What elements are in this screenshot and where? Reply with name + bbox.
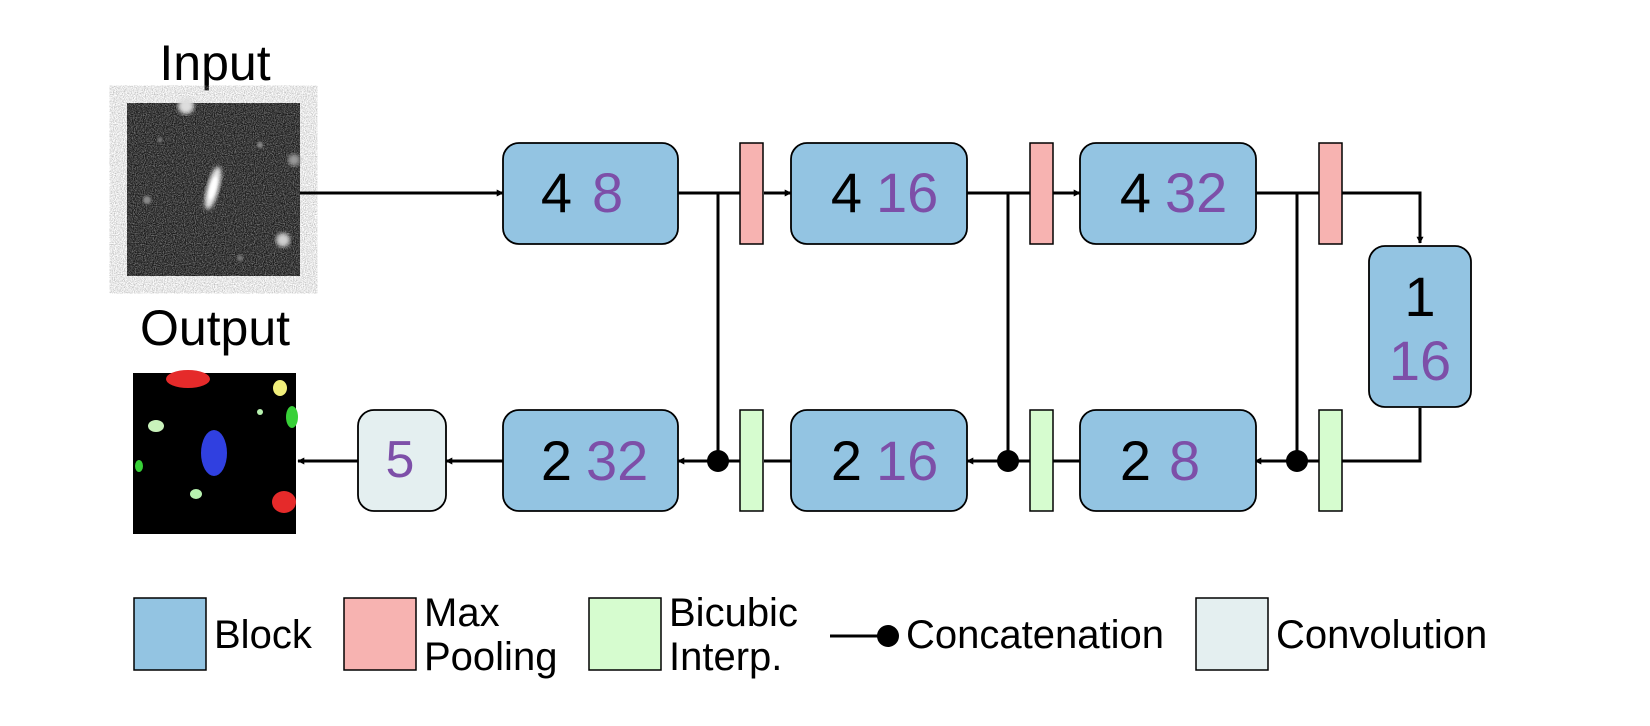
max-pooling-bar xyxy=(1318,142,1343,245)
block-filters: 32 xyxy=(586,429,648,492)
legend-convolution-label: Convolution xyxy=(1276,613,1487,657)
encoder-block-3: 4 32 xyxy=(1079,142,1257,245)
block-filters: 8 xyxy=(1169,429,1200,492)
legend: Block Max Pooling Bicubic Interp. Concat… xyxy=(133,591,1487,679)
concatenation-dots xyxy=(707,450,1308,472)
connectors xyxy=(297,189,1424,465)
legend-bicubic-line1: Bicubic xyxy=(669,591,798,635)
segmentation-map-icon xyxy=(133,370,298,534)
max-pooling-bars xyxy=(739,142,1343,245)
convolution-block: 5 xyxy=(357,409,447,512)
concat-dot xyxy=(1286,450,1308,472)
legend-block: Block xyxy=(133,597,313,671)
block-filters: 16 xyxy=(1389,329,1451,392)
output-label: Output xyxy=(140,300,290,356)
decoder-block-1: 2 8 xyxy=(1079,409,1257,512)
bicubic-bars xyxy=(739,409,1343,512)
block-filters: 16 xyxy=(876,429,938,492)
max-pooling-bar xyxy=(739,142,764,245)
concat-dot xyxy=(707,450,729,472)
bottleneck-block: 1 16 xyxy=(1368,245,1472,408)
block-filters: 16 xyxy=(876,161,938,224)
concat-dot xyxy=(997,450,1019,472)
legend-concatenation-label: Concatenation xyxy=(906,613,1164,657)
block-filters: 8 xyxy=(592,161,623,224)
max-pooling-bar xyxy=(1029,142,1054,245)
encoder-block-1: 4 8 xyxy=(502,142,679,245)
block-depth: 2 xyxy=(1120,429,1151,492)
galaxy-image-icon xyxy=(127,98,300,276)
block-depth: 1 xyxy=(1404,265,1435,328)
bicubic-bar xyxy=(1318,409,1343,512)
decoder-block-2: 2 16 xyxy=(790,409,968,512)
decoder-block-3: 2 32 xyxy=(502,409,679,512)
legend-convolution: Convolution xyxy=(1195,597,1487,671)
bicubic-bar xyxy=(739,409,764,512)
block-depth: 4 xyxy=(541,161,572,224)
block-depth: 4 xyxy=(831,161,862,224)
legend-max-pooling: Max Pooling xyxy=(343,591,557,679)
conv-filters: 5 xyxy=(386,431,415,489)
legend-max-pooling-line2: Pooling xyxy=(424,635,557,679)
legend-block-label: Block xyxy=(214,613,313,657)
bicubic-bar xyxy=(1029,409,1054,512)
legend-bicubic: Bicubic Interp. xyxy=(588,591,798,679)
block-filters: 32 xyxy=(1165,161,1227,224)
legend-concatenation: Concatenation xyxy=(830,613,1164,657)
block-depth: 2 xyxy=(831,429,862,492)
block-depth: 4 xyxy=(1120,161,1151,224)
legend-max-pooling-line1: Max xyxy=(424,591,500,635)
legend-bicubic-line2: Interp. xyxy=(669,635,782,679)
input-label: Input xyxy=(159,35,270,91)
block-depth: 2 xyxy=(541,429,572,492)
concat-dot-icon xyxy=(877,625,899,647)
encoder-block-2: 4 16 xyxy=(790,142,968,245)
